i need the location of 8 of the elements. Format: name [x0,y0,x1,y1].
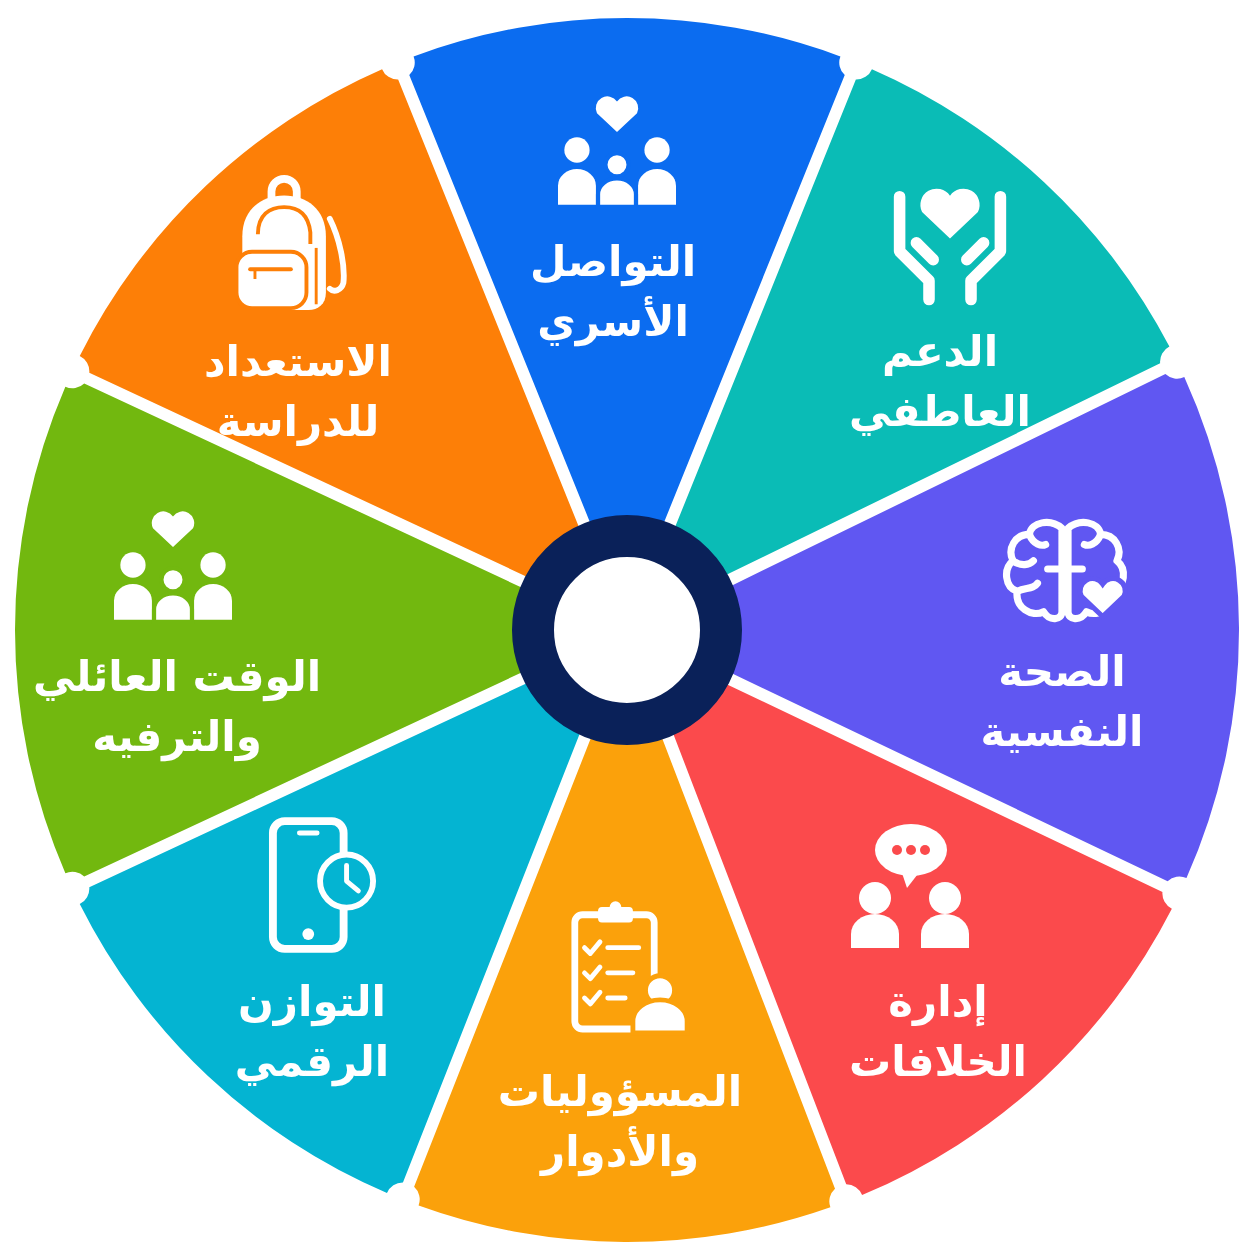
segment-label: الوقت العائلي والترفيه [31,651,323,764]
segment-label: الدعم العاطفي [848,326,1032,438]
segment-label: الصحة النفسية [979,646,1145,758]
segment-label: المسؤوليات والأدوار [496,1066,744,1179]
segment-label: إدارة الخلافات [848,976,1028,1088]
segment-label: التواصل الأسري [528,236,698,349]
segment-label: التوازن الرقمي [233,976,391,1089]
segment-label: الاستعداد للدراسة [202,336,393,448]
